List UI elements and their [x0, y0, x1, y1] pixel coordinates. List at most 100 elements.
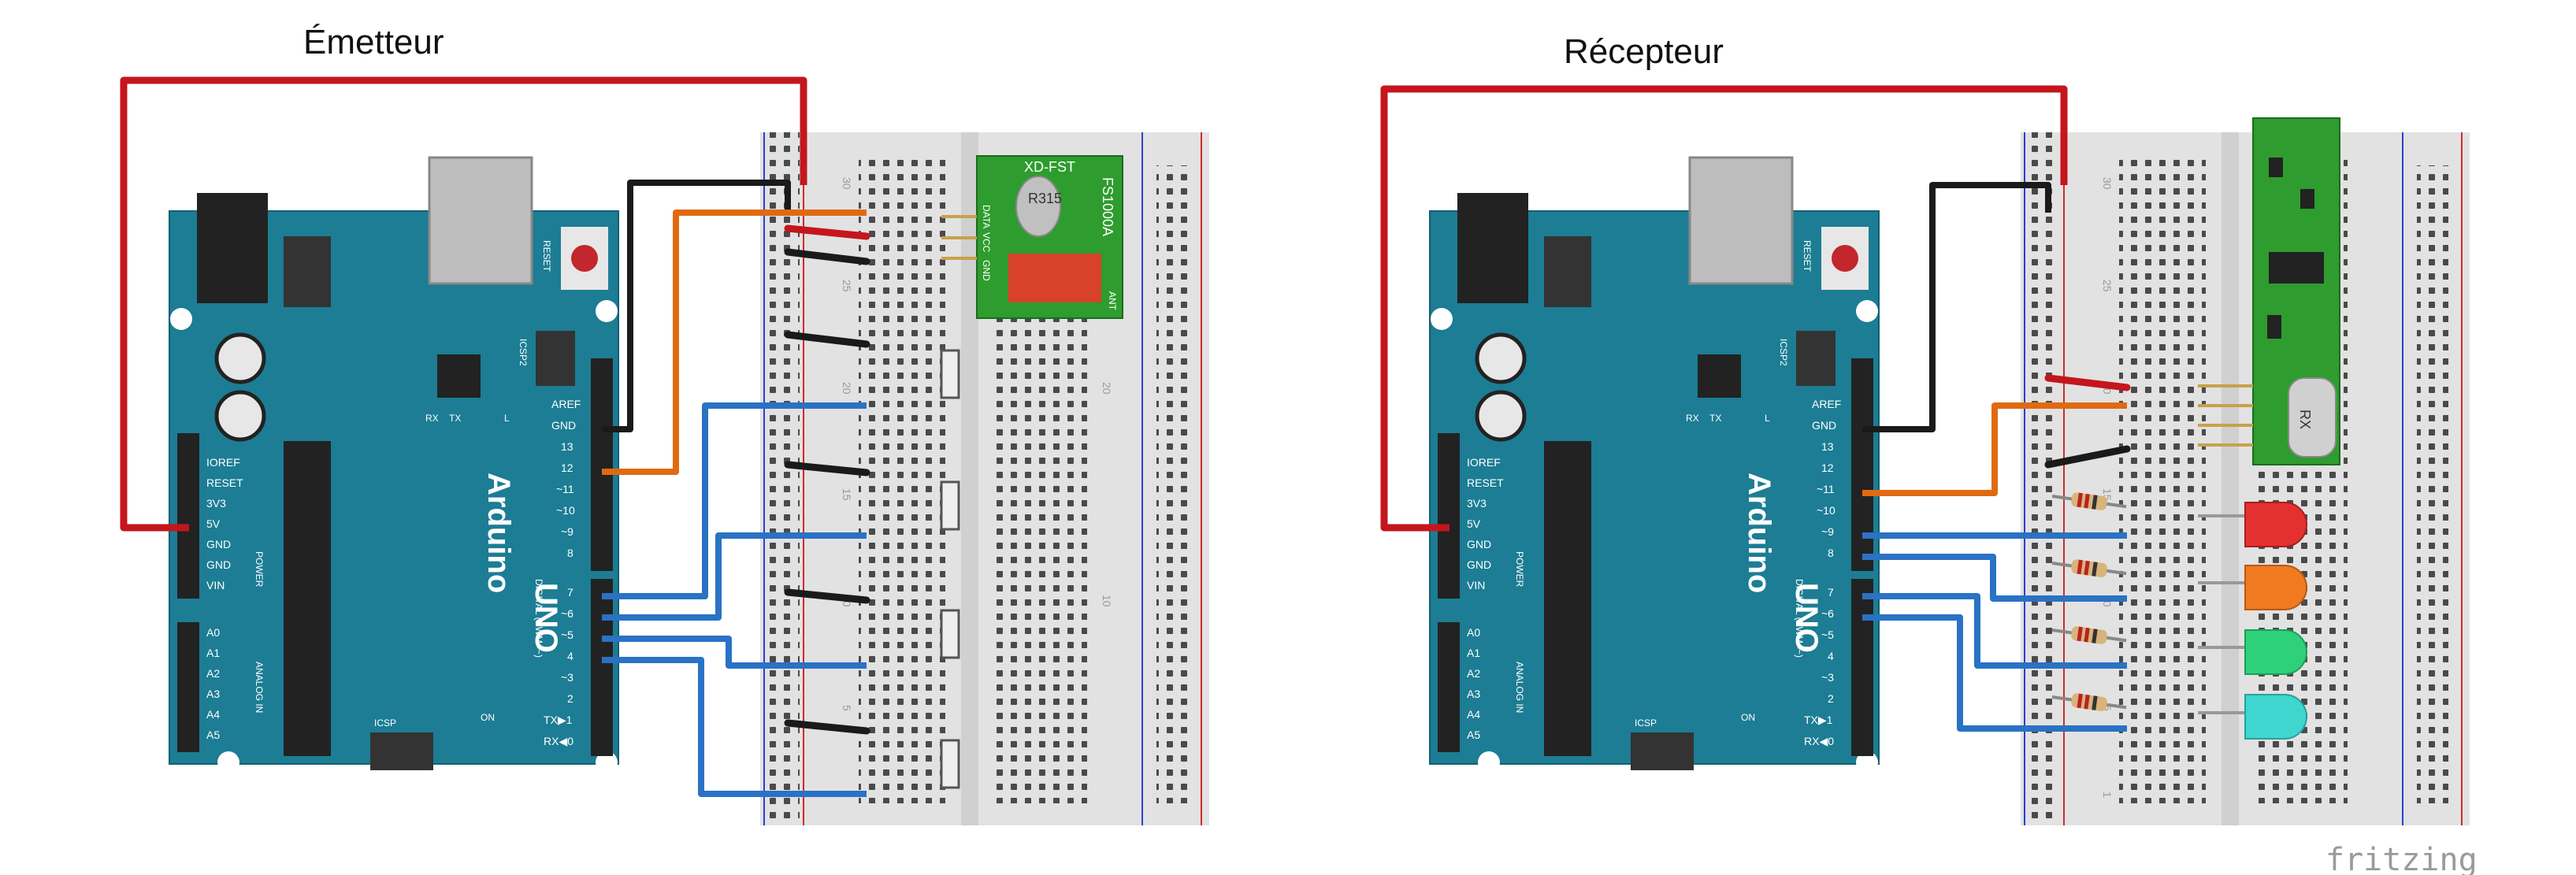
digital-pin-6-right: ~6 [1821, 607, 1834, 620]
analog-pin-3: A3 [206, 688, 220, 700]
digital-pin-11: ~11 [556, 483, 574, 495]
digital-pin-0: RX◀0 [544, 735, 573, 747]
analog-pin-0-right: A0 [1467, 626, 1480, 639]
analog-pin-2: A2 [206, 667, 220, 680]
digital-pin-9: ~9 [561, 525, 573, 538]
digital-pin-gnd-right: GND [1812, 419, 1836, 432]
uno-text: UNO [529, 583, 563, 653]
analog-pin-1: A1 [206, 647, 220, 659]
digital-pin-2-right: 2 [1828, 692, 1834, 705]
led-red [2244, 502, 2307, 547]
digital-pin-13: 13 [561, 440, 573, 453]
red-jumper-right [2044, 374, 2131, 391]
power-label: POWER [254, 551, 265, 588]
icsp-label-right: ICSP [1635, 717, 1657, 729]
digital-pin-5: ~5 [561, 628, 573, 641]
transmitter-part: FS1000A [1100, 177, 1115, 236]
bb-num-20r: 20 [1101, 382, 1113, 395]
bb2-num-5: 5 [2101, 705, 2114, 711]
wire-5v-left [120, 76, 807, 532]
digital-pin-aref: AREF [551, 398, 581, 410]
digital-pin-10-right: ~10 [1817, 504, 1835, 517]
black-jumper-right [2044, 445, 2131, 469]
digital-pin-5-right: ~5 [1821, 628, 1834, 641]
l-label-right: L [1765, 413, 1770, 424]
on-label: ON [481, 712, 495, 723]
digital-pin-1: TX▶1 [544, 714, 573, 726]
tx-label-right: TX [1709, 413, 1721, 424]
push-buttons-left [940, 349, 960, 789]
transmitter-title: Émetteur [303, 23, 444, 61]
power-pin-3-right: 5V [1467, 517, 1481, 530]
wires-leds-right [1862, 532, 2127, 732]
digital-pin-1-right: TX▶1 [1804, 714, 1833, 726]
digital-pin-2: 2 [567, 692, 573, 705]
wire-gnd-left [602, 180, 791, 432]
analog-header [177, 622, 199, 752]
power-pin-4: GND [206, 538, 231, 551]
red-jumper-left [784, 224, 870, 240]
power-pin-2-right: 3V3 [1467, 497, 1487, 510]
analog-pin-1-right: A1 [1467, 647, 1480, 659]
analog-pin-5-right: A5 [1467, 729, 1480, 741]
icsp-label: ICSP [374, 717, 396, 729]
analog-label-right: ANALOG IN [1514, 662, 1525, 713]
bb-num-15: 15 [841, 488, 853, 501]
power-pin-2: 3V3 [206, 497, 226, 510]
icsp2-label: ICSP2 [518, 339, 529, 366]
power-label-right: POWER [1514, 551, 1525, 588]
pin-data: DATA [981, 205, 992, 228]
wire-gnd-right [1862, 182, 2051, 432]
bb-num-30: 30 [841, 177, 853, 190]
bb2-num-30: 30 [2101, 177, 2114, 190]
led-orange [2244, 565, 2307, 610]
bb-num-10r: 10 [1101, 595, 1113, 607]
digital-pin-0-right: RX◀0 [1804, 735, 1834, 747]
power-jack [197, 193, 268, 303]
wire-data-left [602, 209, 867, 475]
digital-pin-12-right: 12 [1821, 462, 1834, 474]
usb-port [428, 156, 533, 285]
power-pin-5-right: GND [1467, 558, 1491, 571]
power-pin-0: IOREF [206, 456, 240, 469]
power-pin-1: RESET [206, 476, 243, 489]
receiver-module: RX [2198, 117, 2340, 465]
rx-label: RX [425, 413, 439, 424]
power-pin-0-right: IOREF [1467, 456, 1501, 469]
digital-pin-9-right: ~9 [1821, 525, 1834, 538]
digital-pin-4-right: 4 [1828, 650, 1834, 662]
digital-label-right: DIGITAL (PWM=~) [1794, 579, 1805, 658]
transmitter-chip [1008, 254, 1101, 302]
crystal [1015, 176, 1061, 237]
digital-pin-4: 4 [567, 650, 573, 662]
receiver-label: RX [2297, 410, 2313, 429]
on-label-right: ON [1741, 712, 1755, 723]
analog-pin-4-right: A4 [1467, 708, 1480, 721]
digital-pin-12: 12 [561, 462, 573, 474]
receiver-title: Récepteur [1564, 32, 1724, 71]
analog-label: ANALOG IN [254, 662, 265, 713]
leds [2198, 502, 2307, 740]
digital-pin-11-right: ~11 [1817, 483, 1835, 495]
receiver-assembly: 30 25 20 15 10 5 1 RX [1380, 85, 2470, 825]
analog-pin-2-right: A2 [1467, 667, 1480, 680]
analog-pin-0: A0 [206, 626, 220, 639]
pin-ant: ANT [1107, 291, 1118, 311]
power-pin-6-right: VIN [1467, 579, 1485, 591]
arduino-uno-right: RESET Arduino UNO ICSP ICSP2 TX RX L ON … [1429, 156, 1880, 773]
icsp2-label-right: ICSP2 [1778, 339, 1789, 366]
digital-pin-13-right: 13 [1821, 440, 1834, 453]
ground-jumpers-left [784, 248, 870, 735]
transmitter-name: XD-FST [1024, 159, 1075, 175]
led-green [2244, 629, 2307, 675]
digital-pin-gnd: GND [551, 419, 576, 432]
power-header [177, 433, 199, 599]
power-pin-1-right: RESET [1467, 476, 1504, 489]
pin-vcc: VCC [981, 232, 992, 253]
arduino-logo-text: Arduino [481, 473, 516, 593]
reset-label-right: RESET [1802, 240, 1813, 273]
wire-5v-right [1380, 85, 2068, 532]
rx-label-right: RX [1686, 413, 1699, 424]
digital-pin-7: 7 [567, 586, 573, 599]
digital-pin-8: 8 [567, 547, 573, 559]
